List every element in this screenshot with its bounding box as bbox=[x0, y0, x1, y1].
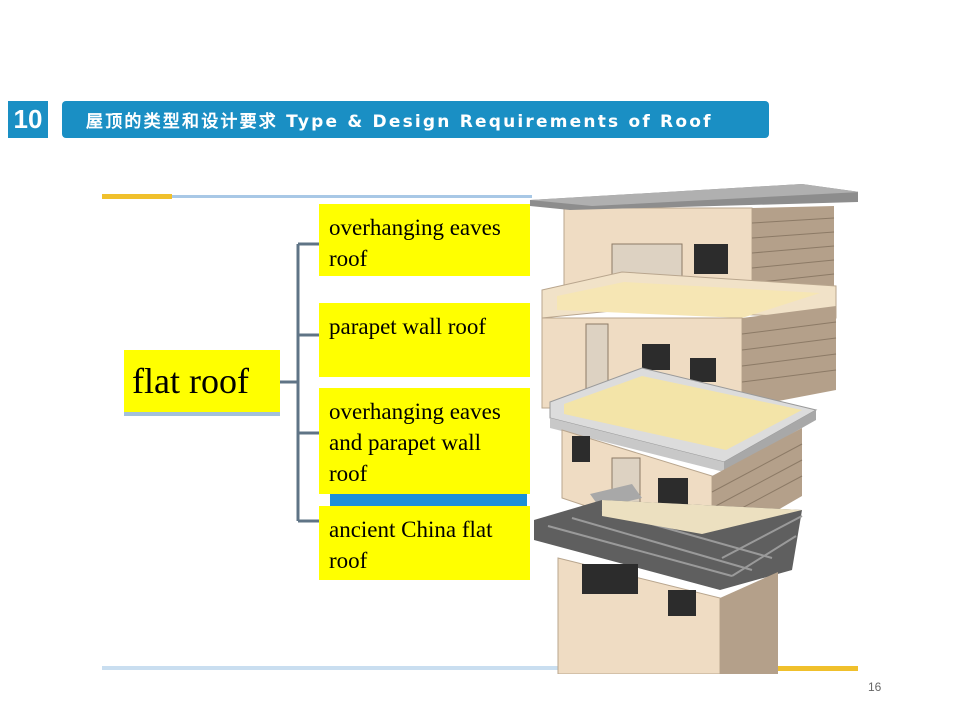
branch-ancient-china-flat-roof: ancient China flat roof bbox=[319, 506, 530, 580]
branch-parapet-wall-roof: parapet wall roof bbox=[319, 303, 530, 377]
slide-number-badge: 10 bbox=[8, 101, 48, 138]
top-left-yellow-stripe bbox=[102, 194, 172, 199]
branch-overhanging-eaves-roof: overhanging eaves roof bbox=[319, 204, 530, 276]
slide-title: 屋顶的类型和设计要求 Type & Design Requirements of… bbox=[62, 101, 769, 138]
connector-tree bbox=[280, 244, 319, 521]
root-underline bbox=[124, 412, 280, 416]
top-blue-stripe bbox=[172, 195, 532, 198]
building-illustration bbox=[530, 184, 858, 674]
flat-roof-label: flat roof bbox=[124, 350, 280, 412]
page-number: 16 bbox=[868, 680, 881, 694]
branch-overhanging-eaves-and-parapet-wall-roof: overhanging eaves and parapet wall roof bbox=[319, 388, 530, 494]
roof-types-figure: flat roof overhanging eaves roof parapet… bbox=[102, 178, 858, 674]
